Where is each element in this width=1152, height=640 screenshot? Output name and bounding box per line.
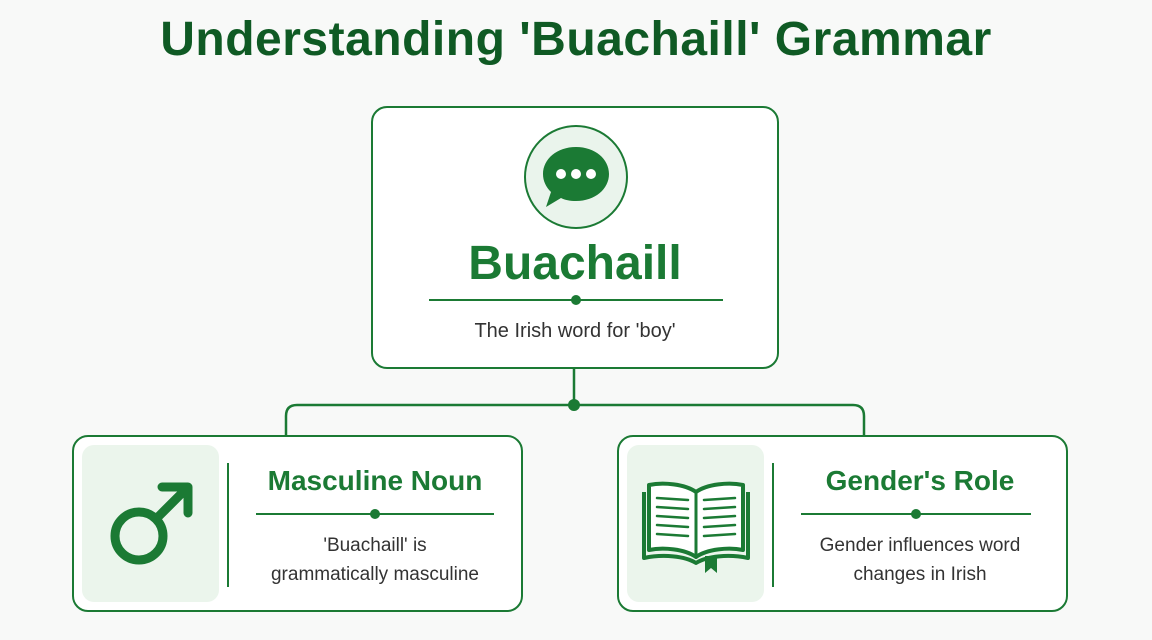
- left-separator: [227, 463, 229, 587]
- masculine-noun-description: 'Buachaill' is grammatically masculine: [234, 531, 516, 589]
- speech-bubble-icon: [543, 147, 609, 207]
- right-separator: [772, 463, 774, 587]
- genders-role-card: Gender's Role Gender influences word cha…: [617, 435, 1068, 612]
- right-text-line-1: Gender influences word: [819, 535, 1021, 556]
- left-text-line-2: grammatically masculine: [270, 564, 479, 585]
- genders-role-title: Gender's Role: [825, 465, 1015, 496]
- root-icon-circle: [524, 125, 628, 229]
- root-word: Buachaill: [468, 237, 682, 290]
- diagram-title: Understanding 'Buachaill' Grammar: [160, 13, 992, 66]
- root-divider: [429, 294, 723, 306]
- right-divider: [801, 508, 1031, 520]
- left-icon-box: [82, 445, 219, 602]
- root-subtitle: The Irish word for 'boy': [474, 320, 676, 342]
- masculine-noun-card: Masculine Noun 'Buachaill' is grammatica…: [72, 435, 523, 612]
- left-text-line-1: 'Buachaill' is: [323, 535, 427, 556]
- genders-role-description: Gender influences word changes in Irish: [779, 531, 1061, 589]
- left-divider: [256, 508, 494, 520]
- masculine-noun-title: Masculine Noun: [267, 465, 483, 496]
- right-text-line-2: changes in Irish: [853, 564, 987, 585]
- open-book-icon: [641, 481, 750, 573]
- right-icon-box: [627, 445, 764, 602]
- connector-junction-dot: [568, 399, 580, 411]
- root-card: Buachaill The Irish word for 'boy': [371, 106, 779, 369]
- male-symbol-icon: [110, 482, 192, 564]
